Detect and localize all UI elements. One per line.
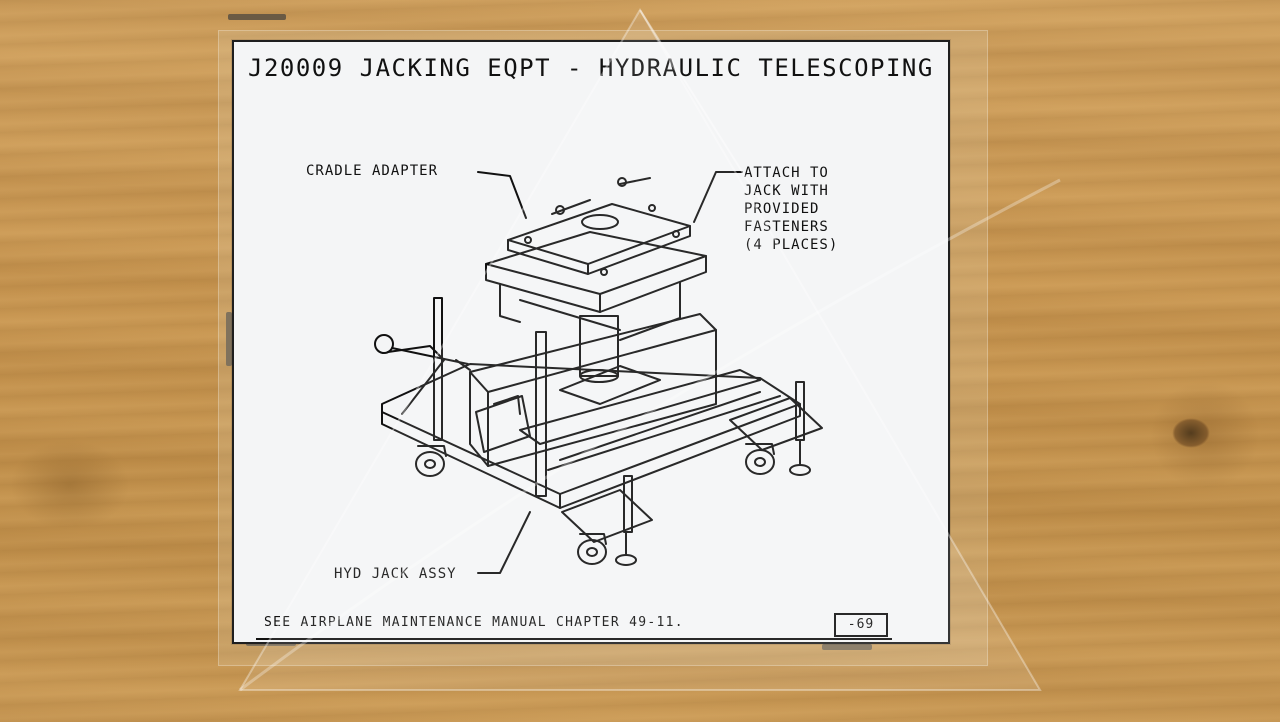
footer-rule [256, 638, 892, 640]
callout-attach-fasteners: ATTACH TO JACK WITH PROVIDED FASTENERS (… [744, 165, 839, 253]
leader-cradle-adapter [477, 171, 527, 219]
beam [469, 313, 717, 393]
wood-knot [1150, 380, 1260, 490]
wood-knot [10, 440, 130, 530]
placard-title: J20009 JACKING EQPT - HYDRAULIC TELESCOP… [248, 54, 934, 82]
wood-knot [1172, 418, 1210, 448]
outrigger-right [729, 397, 823, 451]
staple [226, 312, 232, 366]
pump-box [475, 395, 531, 453]
callout-hyd-jack-assy: HYD JACK ASSY [334, 566, 457, 582]
handle-post [535, 331, 547, 497]
jack-cylinder [579, 315, 619, 377]
leader-hyd-jack [477, 511, 531, 574]
staple [822, 644, 872, 650]
staple [228, 14, 286, 20]
leader-attach [693, 171, 743, 223]
caster-wheel [415, 445, 447, 477]
footer-reference: SEE AIRPLANE MAINTENANCE MANUAL CHAPTER … [264, 615, 684, 630]
handle-post [433, 297, 443, 441]
callout-cradle-adapter: CRADLE ADAPTER [306, 163, 439, 179]
outrigger-front [561, 489, 653, 543]
page-number-box: -69 [834, 613, 888, 637]
